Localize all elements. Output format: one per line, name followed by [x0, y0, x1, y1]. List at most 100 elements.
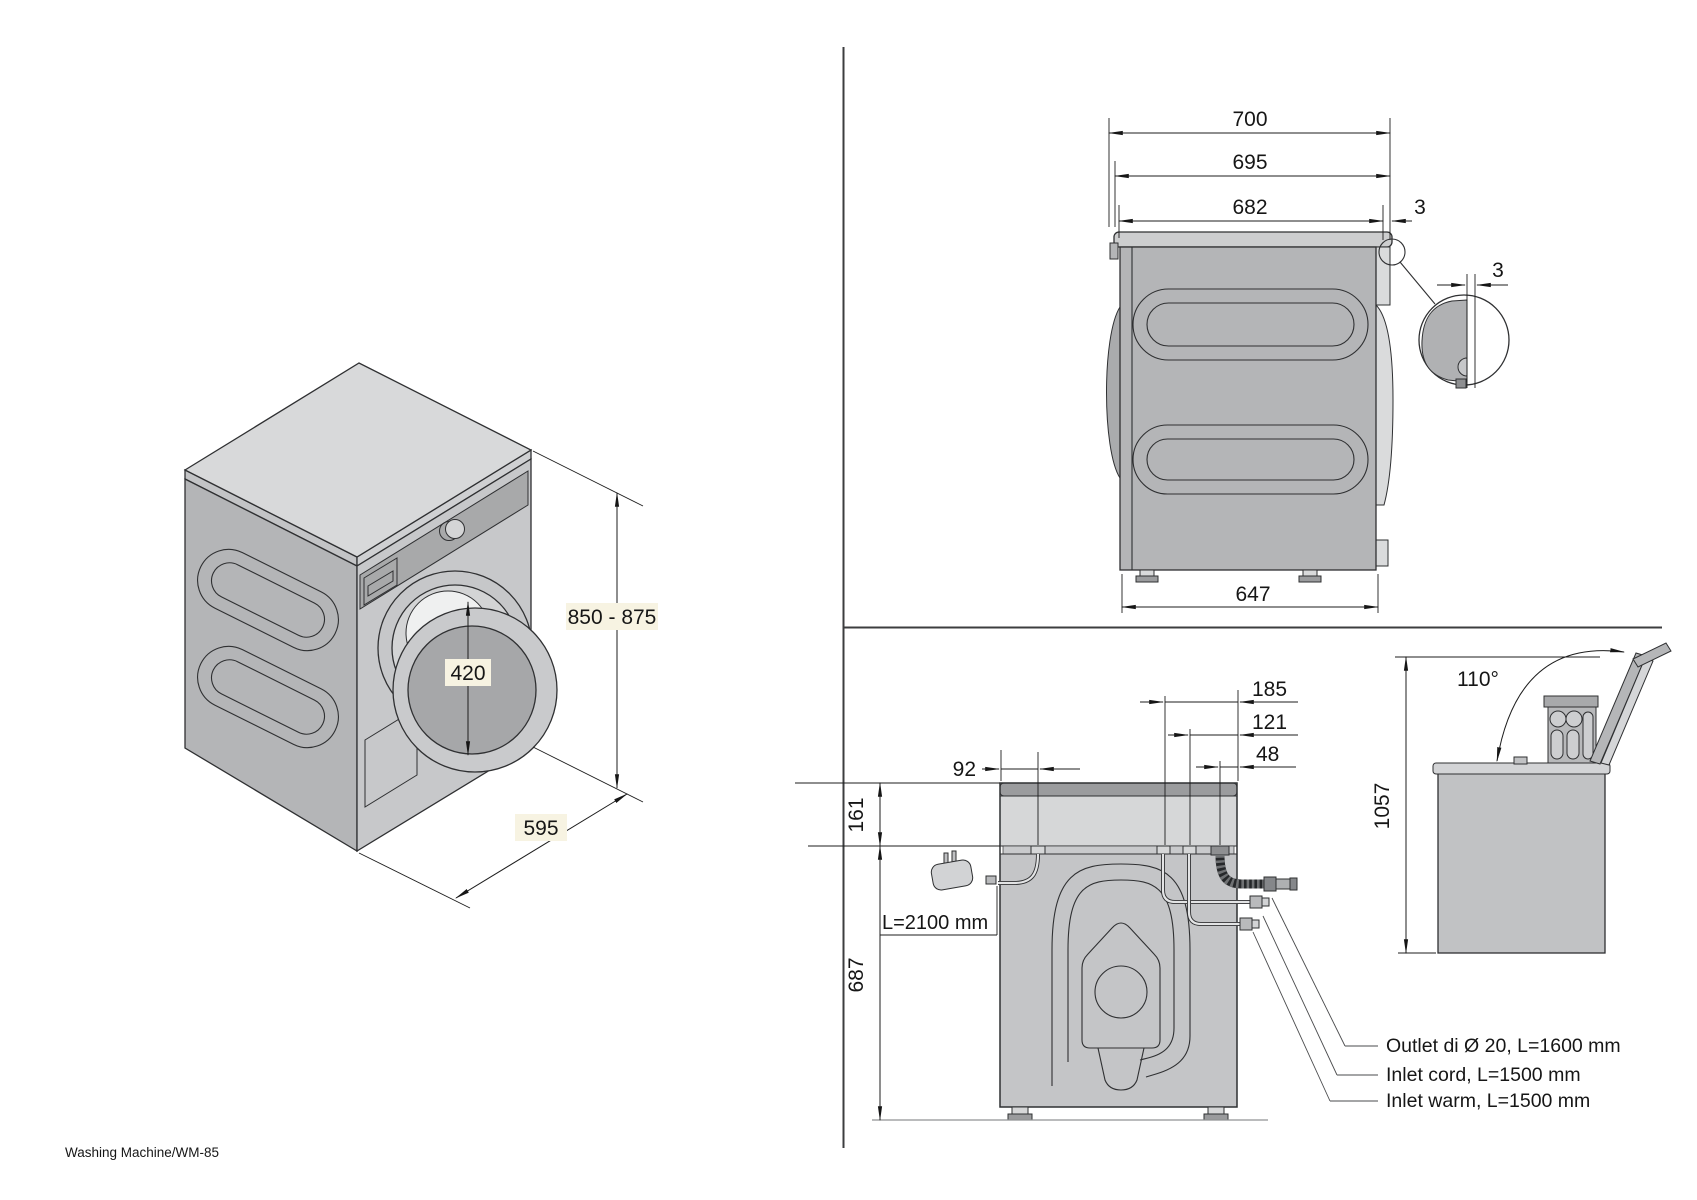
- dim-depth-overall: 700: [1232, 108, 1267, 131]
- pump-housing: [1081, 922, 1161, 1049]
- plug-cord-stub: [985, 875, 997, 885]
- drawer-view-body: [1437, 772, 1606, 954]
- callout-leader-2: [1262, 915, 1338, 1076]
- dim-edge-gap: 3: [1414, 196, 1426, 219]
- top-panel: [183, 362, 533, 558]
- drawer-view-top: [1432, 762, 1611, 775]
- rear-top-strip: [999, 782, 1238, 797]
- detail-marker-circle: [1378, 238, 1406, 266]
- rear-profile: [1375, 303, 1394, 506]
- side-oval-bottom: [197, 645, 339, 749]
- dim-panel-inset: 161: [845, 797, 868, 832]
- cord-length-label: L=2100 mm: [882, 912, 988, 934]
- dim-height-range: 850 - 875: [568, 606, 657, 629]
- program-knob: [445, 519, 465, 539]
- dim-base-depth: 647: [1235, 583, 1270, 606]
- hose-2-fitting: [1239, 917, 1253, 931]
- isometric-view: 850 - 875 420 595: [183, 362, 658, 909]
- pump-circle: [1094, 965, 1148, 1019]
- detergent-drawer-outline: [363, 557, 398, 606]
- rear-contour-inner: [1067, 879, 1175, 1062]
- side-oval-top: [197, 548, 339, 652]
- dim-outlet-offset: 185: [1252, 678, 1287, 701]
- rear-contour-outer: [1051, 863, 1191, 1086]
- callout-outlet: Outlet di Ø 20, L=1600 mm: [1386, 1035, 1621, 1057]
- dim-open-height: 1057: [1371, 783, 1394, 830]
- dim-inlet-cord-offset: 121: [1252, 711, 1287, 734]
- emboss-oval-bottom: [1132, 424, 1369, 495]
- top-cap: [1113, 231, 1393, 248]
- side-body: [1119, 246, 1377, 571]
- drain-end: [1289, 877, 1298, 891]
- power-cord-highlight: [998, 853, 1040, 885]
- dim-inlet-warm-offset: 48: [1256, 743, 1279, 766]
- drawer-lid-flap: [1632, 642, 1672, 668]
- ext-line-width: [358, 852, 471, 909]
- rear-foot-right-stem: [1207, 1106, 1225, 1115]
- control-panel: [359, 470, 529, 610]
- inlet-port-1: [1156, 845, 1171, 855]
- drawer-slot-2: [1566, 729, 1580, 760]
- rear-contour-tail: [1097, 1047, 1145, 1091]
- top-knob: [1513, 756, 1528, 765]
- rear-foot-right-pad: [1203, 1113, 1229, 1121]
- hose-1-nipple: [1261, 897, 1270, 907]
- callout-inlet-cord: Inlet cord, L=1500 mm: [1386, 1064, 1581, 1086]
- rear-step: [1375, 539, 1389, 567]
- plug-pin-2: [951, 850, 957, 863]
- ext-line-bottom: [532, 746, 644, 803]
- drawer-slot-1: [1550, 729, 1564, 760]
- dim-detail-gap: 3: [1492, 259, 1504, 282]
- edge-profile-foot: [1455, 378, 1467, 389]
- rear-outline: [999, 782, 1238, 1108]
- inlet-port-2: [1182, 845, 1197, 855]
- hose-2-nipple: [1251, 919, 1260, 929]
- edge-profile: [1421, 299, 1468, 383]
- door-label-bg: [445, 659, 491, 686]
- width-label-bg: [515, 814, 567, 841]
- foot-front-stem: [1139, 569, 1155, 577]
- foot-front-pad: [1135, 575, 1159, 583]
- emboss-oval-top-inner: [1146, 302, 1355, 347]
- dim-width: 595: [523, 817, 558, 840]
- power-plug: [930, 859, 974, 891]
- rear-foot-left-stem: [1011, 1106, 1029, 1115]
- dim-door-diameter: 420: [450, 662, 485, 685]
- drawer-plate: [1543, 695, 1599, 708]
- dim-depth-body: 682: [1232, 196, 1267, 219]
- rear-upper-band: [999, 795, 1238, 847]
- side-view: 700 695 682 3 647 3: [1106, 108, 1510, 613]
- dim-connection-height: 687: [845, 957, 868, 992]
- callout-leader-3: [1252, 931, 1331, 1102]
- callout-leader-1: [1271, 897, 1346, 1047]
- foot-rear-pad: [1298, 575, 1322, 583]
- drawer-slot-3: [1582, 711, 1594, 760]
- drain-thread: [1275, 878, 1291, 890]
- drawer-compartment-2: [1565, 710, 1583, 728]
- drawer-compartment-1: [1549, 710, 1567, 728]
- ext-line-top: [532, 450, 644, 507]
- inlet-hose-1-highlight: [1161, 854, 1250, 904]
- emboss-oval-bottom-inner: [1146, 438, 1355, 481]
- door-bulge: [1106, 305, 1121, 480]
- drain-hose-corrugation: [1215, 854, 1264, 889]
- drawer-open-view: 110° 1057: [1371, 642, 1672, 955]
- dim-opening-angle: 110°: [1457, 668, 1499, 691]
- cord-port: [1030, 845, 1046, 855]
- door-glass: [407, 625, 537, 755]
- detergent-drawer-inner: [367, 570, 394, 597]
- callout-inlet-warm: Inlet warm, L=1500 mm: [1386, 1090, 1590, 1112]
- rear-view: 161 687 92 185 121 48 L=2100 mm: [795, 678, 1621, 1122]
- front-hinge: [1109, 242, 1119, 260]
- hose-1-fitting: [1249, 895, 1263, 909]
- rear-lower-panel: [999, 853, 1238, 1108]
- outlet-port: [1210, 845, 1230, 856]
- foot-rear-stem: [1302, 569, 1318, 577]
- height-label-bg: [566, 603, 658, 630]
- rear-foot-left-pad: [1007, 1113, 1033, 1121]
- inlet-hose-2-highlight: [1187, 854, 1240, 926]
- dim-depth-mid: 695: [1232, 151, 1267, 174]
- dim-cord-offset: 92: [953, 758, 976, 781]
